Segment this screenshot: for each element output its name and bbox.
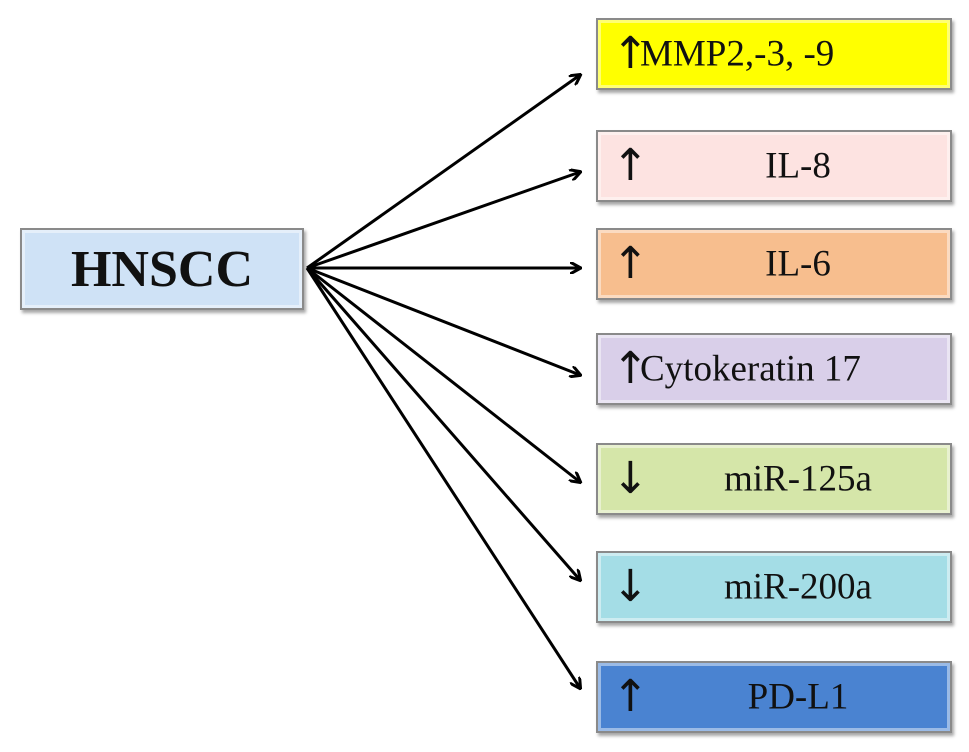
connector-arrow <box>306 266 580 375</box>
arrow-down-icon: ↓ <box>612 561 649 612</box>
connector-arrow <box>306 172 580 270</box>
arrow-up-icon: ↑ <box>612 238 649 289</box>
connector-arrow <box>306 266 580 482</box>
connector-arrow <box>305 267 580 688</box>
target-label: Cytokeratin 17 <box>640 348 861 390</box>
target-node-mir200a: ↓ miR-200a <box>596 551 952 623</box>
target-node-mmp: ↑ MMP2,-3, -9 <box>596 18 952 90</box>
target-label: PD-L1 <box>747 676 849 718</box>
source-node: HNSCC <box>20 228 304 310</box>
target-label: IL-6 <box>765 243 831 285</box>
target-label: miR-200a <box>724 566 872 608</box>
arrow-down-icon: ↓ <box>612 453 649 504</box>
target-node-pdl1: ↑ PD-L1 <box>596 661 952 733</box>
target-node-il6: ↑ IL-6 <box>596 228 952 300</box>
target-node-mir125a: ↓ miR-125a <box>596 443 952 515</box>
target-label: miR-125a <box>724 458 872 500</box>
target-label: IL-8 <box>765 145 831 187</box>
arrow-up-icon: ↑ <box>612 671 649 722</box>
arrow-up-icon: ↑ <box>612 140 649 191</box>
target-label: MMP2,-3, -9 <box>640 33 835 75</box>
arrow-up-icon: ↑ <box>612 28 649 79</box>
source-label: HNSCC <box>70 240 254 298</box>
target-node-il8: ↑ IL-8 <box>596 130 952 202</box>
connector-arrow <box>306 75 580 270</box>
connector-arrow <box>305 267 580 580</box>
arrow-up-icon: ↑ <box>612 343 649 394</box>
target-node-cytokeratin: ↑ Cytokeratin 17 <box>596 333 952 405</box>
